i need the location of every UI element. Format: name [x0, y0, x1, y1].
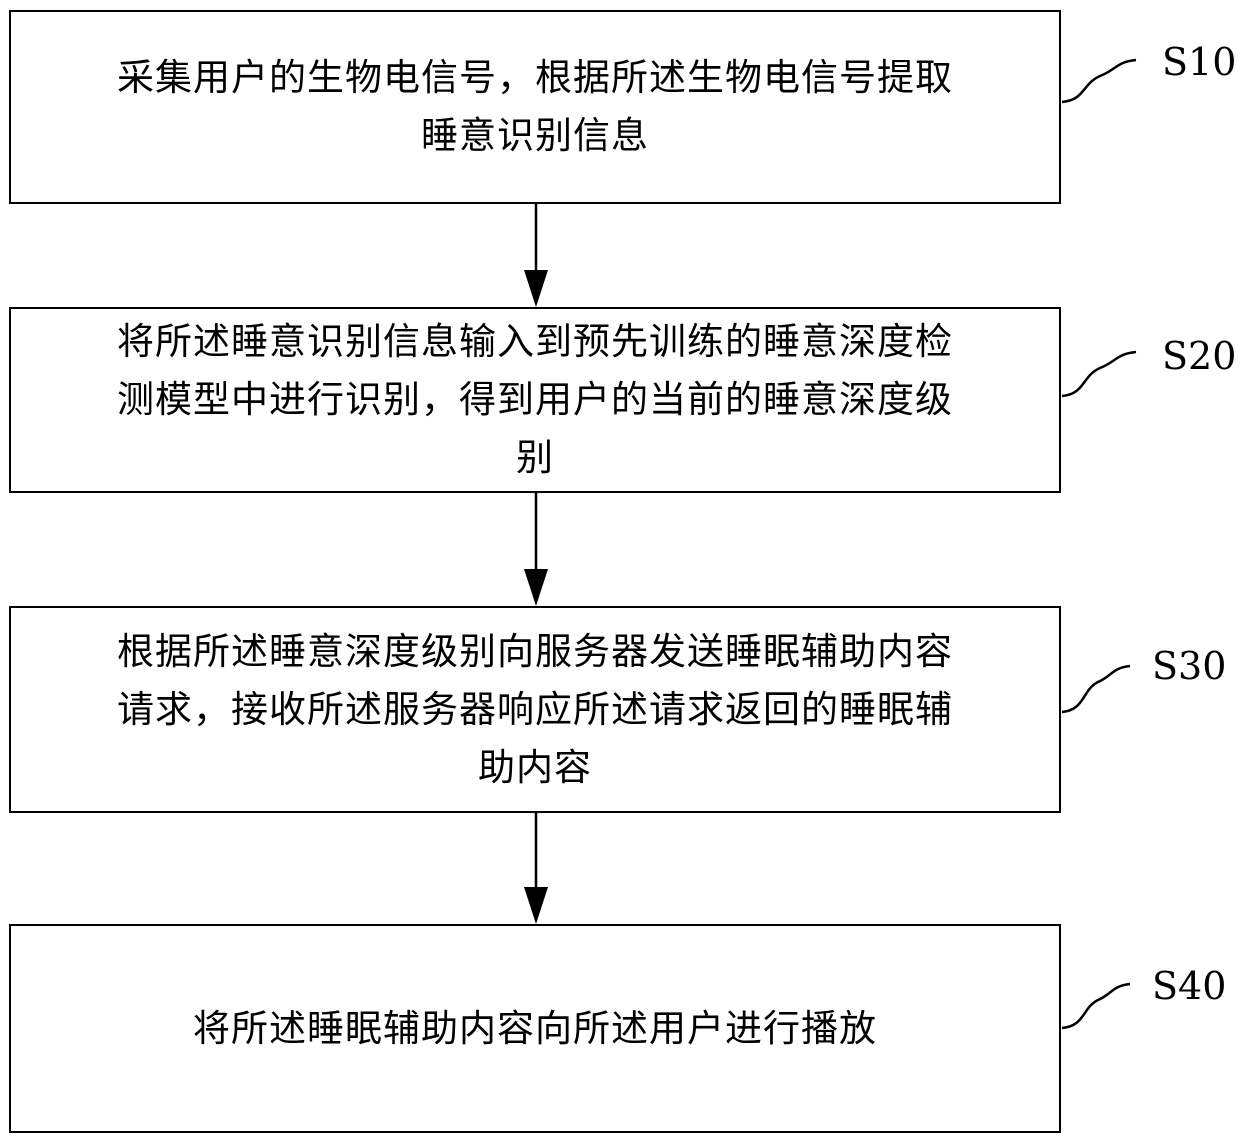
step-s40-text-line: 将所述睡眠辅助内容向所述用户进行播放	[193, 1000, 877, 1058]
step-s10-text-line: 睡意识别信息	[421, 107, 649, 165]
leader-s10	[1062, 60, 1136, 102]
arrow-s10-to-s20	[524, 204, 548, 307]
step-label-s20: S20	[1162, 336, 1236, 376]
step-s30-text-line: 助内容	[478, 739, 592, 797]
step-s30-text-line: 根据所述睡意深度级别向服务器发送睡眠辅助内容	[117, 623, 953, 681]
arrow-s30-to-s40	[524, 813, 548, 924]
step-s20-text-line: 别	[516, 429, 554, 487]
step-s10-text-line: 采集用户的生物电信号，根据所述生物电信号提取	[117, 49, 953, 107]
leader-s30	[1062, 666, 1130, 712]
step-box-s30: 根据所述睡意深度级别向服务器发送睡眠辅助内容 请求，接收所述服务器响应所述请求返…	[9, 606, 1061, 813]
step-label-s30: S30	[1152, 646, 1226, 686]
step-box-s40: 将所述睡眠辅助内容向所述用户进行播放	[9, 924, 1061, 1133]
step-s20-text-line: 将所述睡意识别信息输入到预先训练的睡意深度检	[117, 313, 953, 371]
leader-s20	[1062, 352, 1136, 396]
step-label-s10: S10	[1162, 42, 1236, 82]
arrow-s20-to-s30	[524, 493, 548, 606]
step-box-s10: 采集用户的生物电信号，根据所述生物电信号提取 睡意识别信息	[9, 10, 1061, 204]
leader-s40	[1062, 984, 1130, 1028]
step-box-s20: 将所述睡意识别信息输入到预先训练的睡意深度检 测模型中进行识别，得到用户的当前的…	[9, 307, 1061, 493]
step-s30-text-line: 请求，接收所述服务器响应所述请求返回的睡眠辅	[117, 681, 953, 739]
step-label-s40: S40	[1152, 966, 1226, 1006]
step-s20-text-line: 测模型中进行识别，得到用户的当前的睡意深度级	[117, 371, 953, 429]
